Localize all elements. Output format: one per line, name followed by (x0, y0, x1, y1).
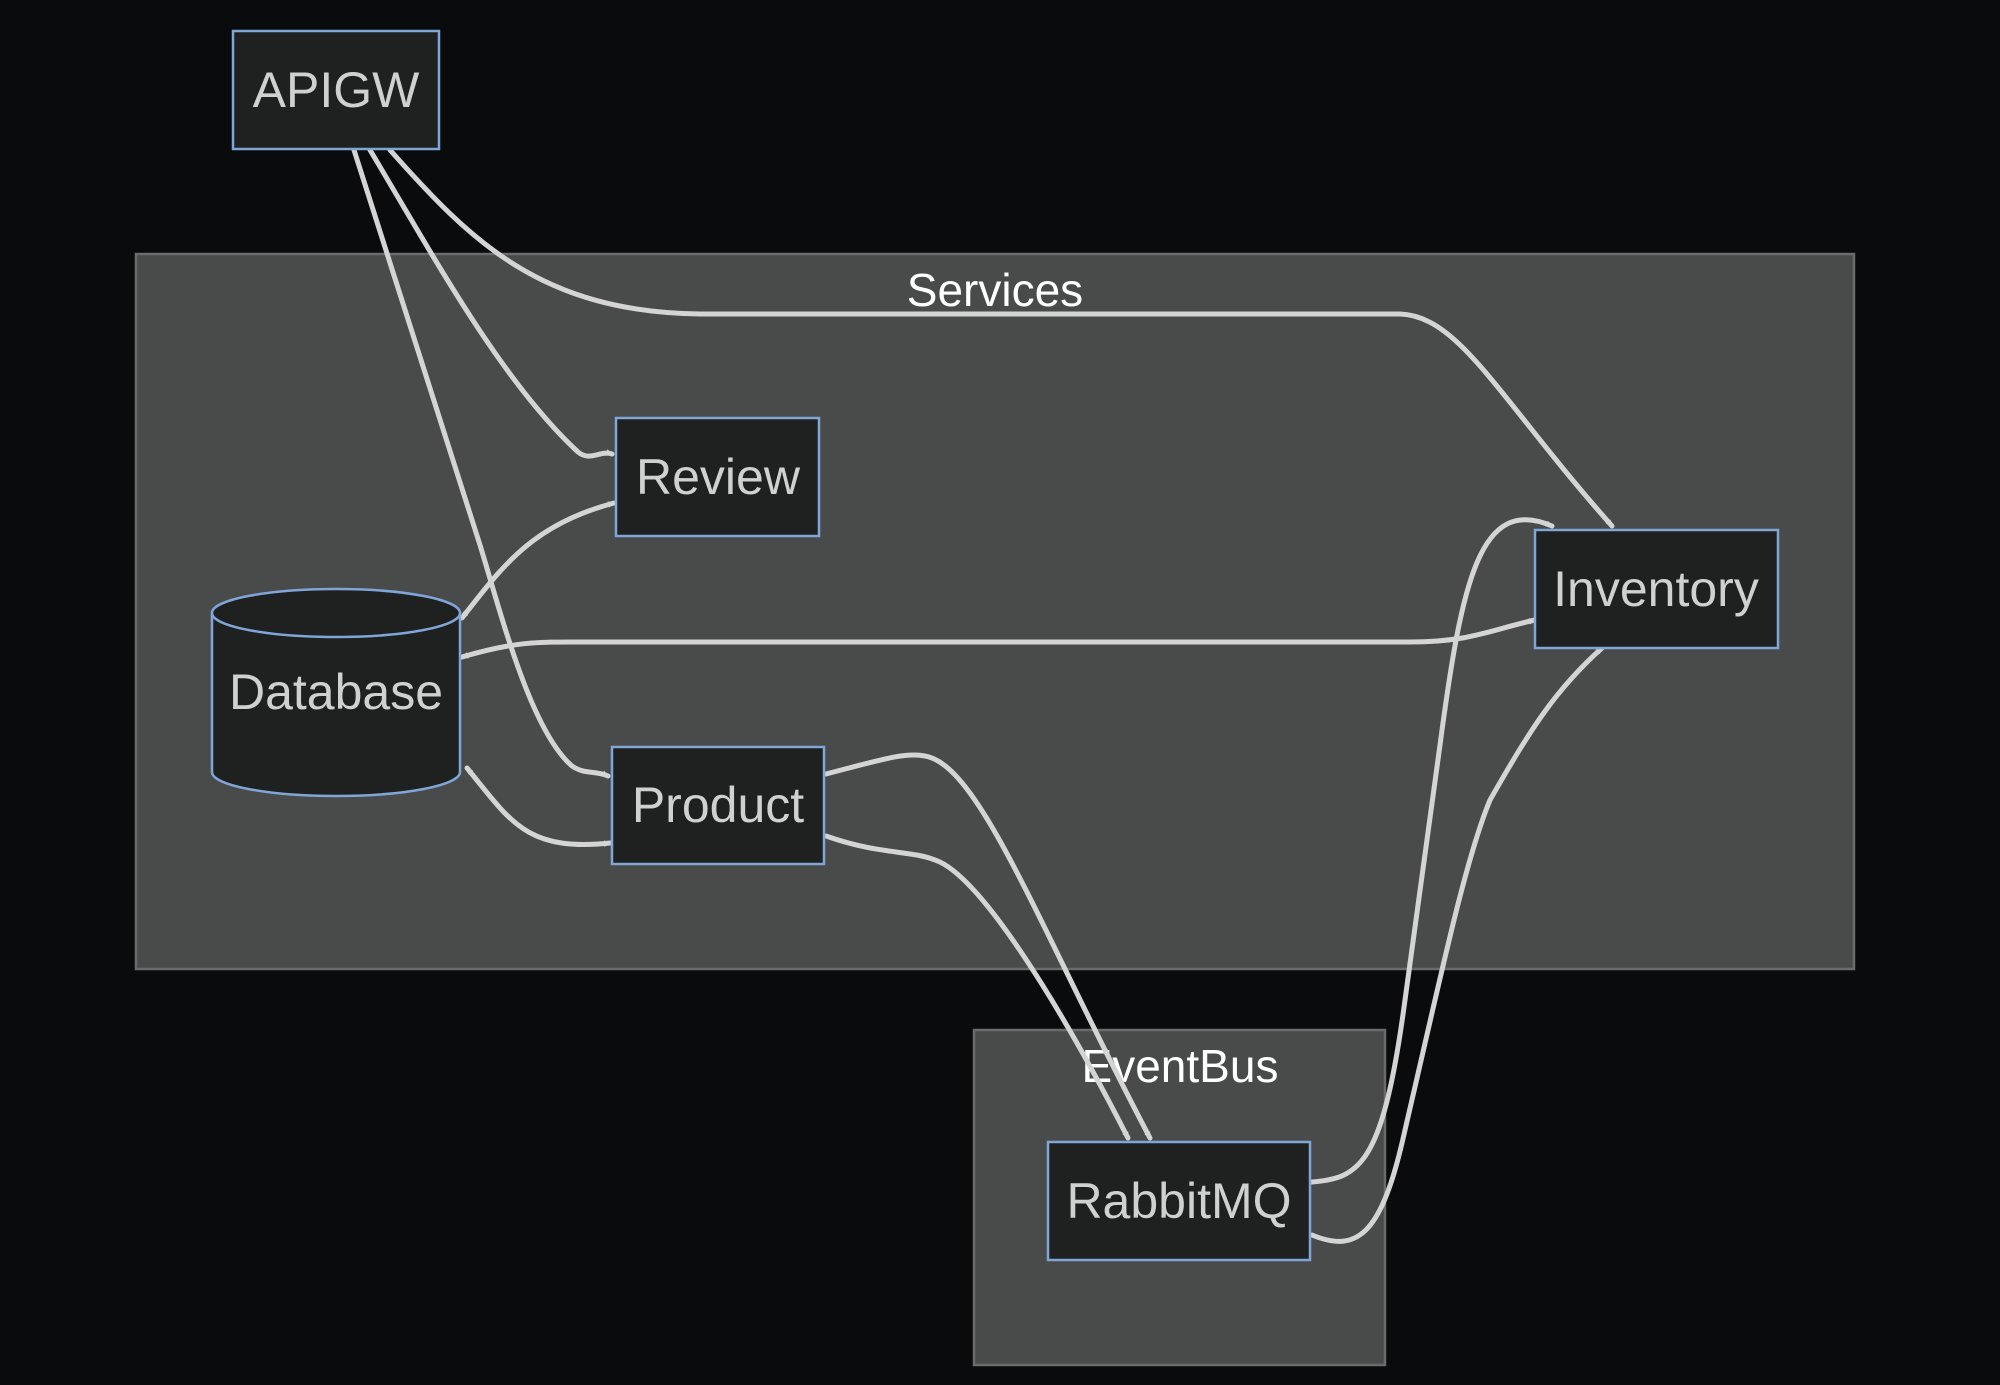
node-product-box[interactable] (610, 745, 826, 866)
node-database-label: Database (229, 664, 443, 720)
edge-rabbitmq-inventory-2 (1309, 645, 1605, 1244)
edge-apigw-inventory (387, 147, 1615, 529)
edge-product-rabbitmq-1 (823, 752, 1153, 1141)
edge-rabbitmq-inventory-1 (1309, 517, 1555, 1185)
node-product[interactable]: Product (610, 745, 826, 866)
node-rabbitmq[interactable]: RabbitMQ (1046, 1140, 1312, 1262)
node-apigw[interactable]: APIGW (231, 29, 441, 151)
node-database-cylinder-top (210, 612, 462, 639)
node-database-cylinder-body[interactable] (210, 587, 462, 798)
node-apigw-box[interactable] (231, 29, 441, 151)
node-review[interactable]: Review (614, 416, 821, 538)
edge-database-product (464, 765, 613, 847)
cluster-services-label: Services (907, 264, 1083, 316)
node-apigw-label: APIGW (253, 62, 420, 118)
edge-product-rabbitmq-2 (823, 833, 1131, 1141)
node-rabbitmq-box[interactable] (1046, 1140, 1312, 1262)
node-database[interactable]: Database (210, 587, 462, 798)
edge-apigw-review (367, 147, 615, 459)
node-inventory-box[interactable] (1533, 528, 1780, 650)
node-inventory[interactable]: Inventory (1533, 528, 1780, 650)
node-product-label: Product (632, 777, 804, 833)
node-rabbitmq-label: RabbitMQ (1066, 1173, 1291, 1229)
edges (351, 147, 1615, 1244)
node-review-box[interactable] (614, 416, 821, 538)
edge-database-review (459, 500, 617, 621)
node-review-label: Review (636, 449, 801, 505)
edge-database-inventory (459, 617, 1538, 660)
node-inventory-label: Inventory (1553, 561, 1759, 617)
